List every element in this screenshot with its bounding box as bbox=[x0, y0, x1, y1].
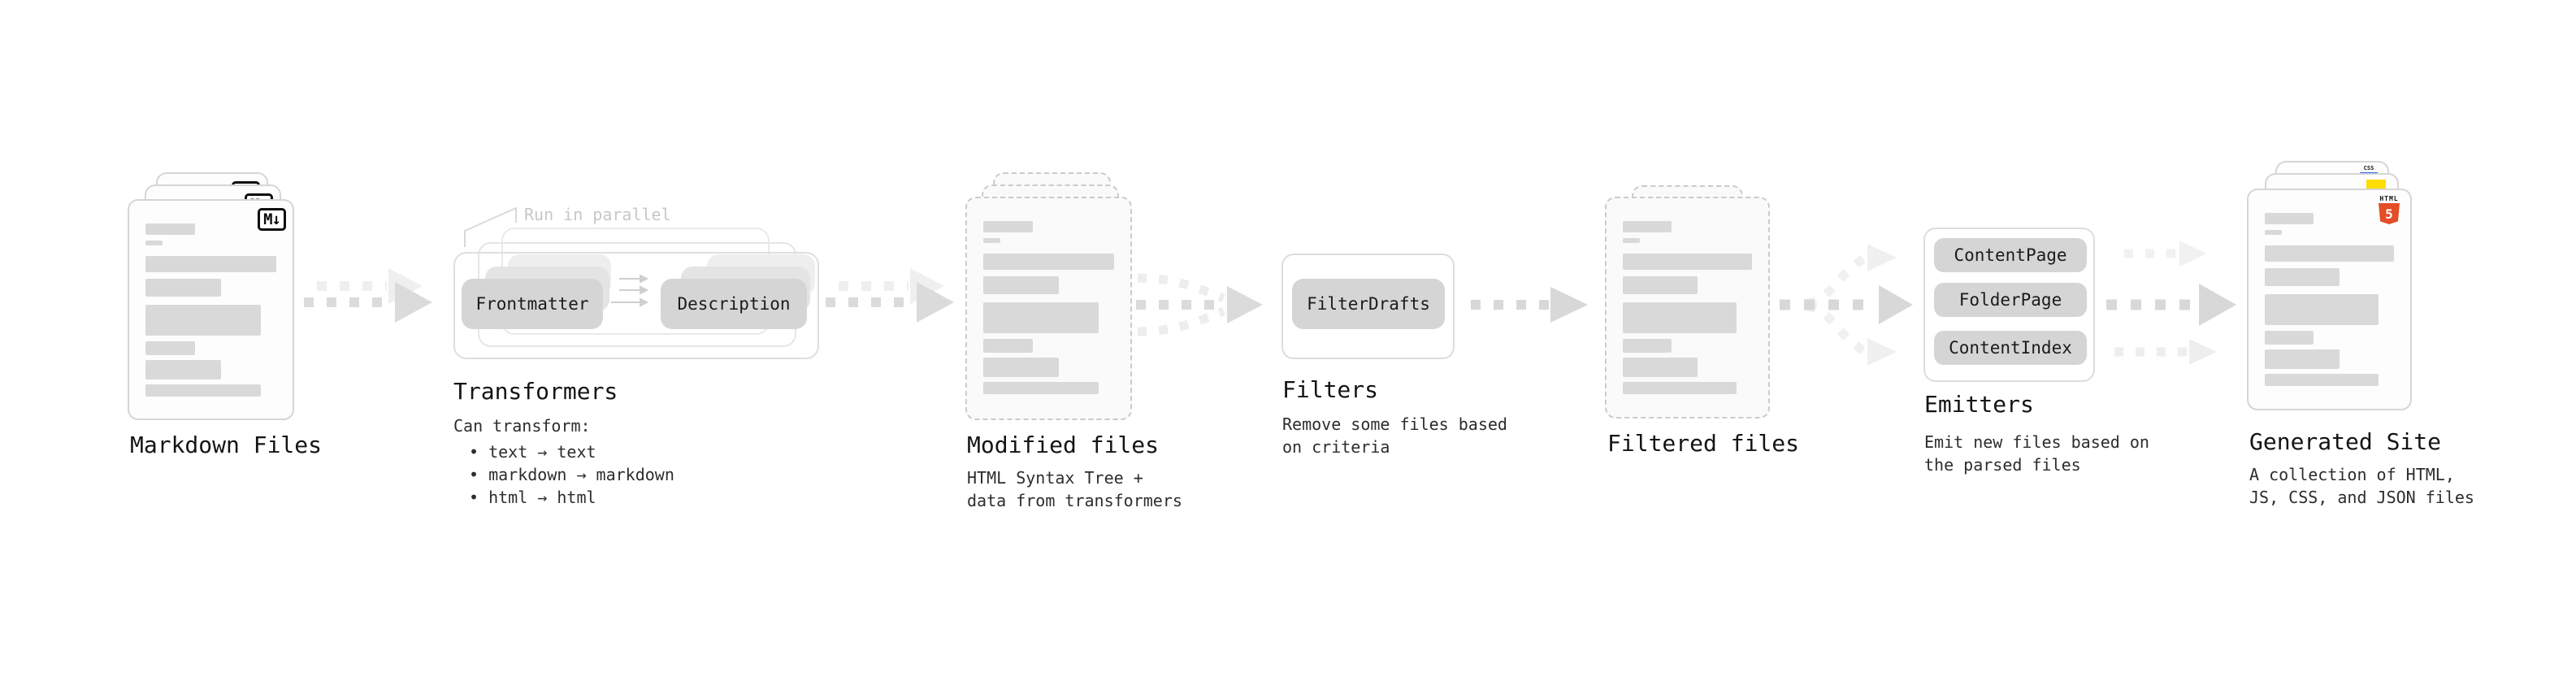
dashed-arrow-icon bbox=[304, 268, 432, 323]
flow-arrow-transformers-to-modified bbox=[826, 268, 954, 323]
skeleton-bar bbox=[983, 238, 1000, 243]
fan-out-arrow-icon bbox=[1780, 244, 1913, 366]
html5-shield: 5 bbox=[2379, 203, 2400, 224]
file-card bbox=[965, 197, 1132, 420]
skeleton-bar bbox=[145, 384, 261, 397]
file-card: M↓ bbox=[128, 199, 294, 420]
skeleton-bar bbox=[145, 223, 196, 235]
parallel-arrows-icon bbox=[611, 274, 649, 307]
skeleton-bar bbox=[145, 256, 276, 272]
dashed-arrow-icon bbox=[1471, 287, 1588, 323]
skeleton-bar bbox=[2265, 349, 2340, 369]
caption-line: on criteria bbox=[1282, 437, 1390, 457]
caption-line: data from transformers bbox=[967, 491, 1182, 510]
skeleton-bar bbox=[145, 241, 163, 245]
skeleton-bar bbox=[983, 382, 1099, 394]
skeleton-bar bbox=[983, 221, 1034, 232]
skeleton-bar bbox=[2265, 268, 2340, 286]
triple-dashed-arrow-icon bbox=[2106, 241, 2236, 365]
flow-arrow-filters-to-filtered bbox=[1471, 287, 1588, 323]
filterdrafts-pill: FilterDrafts bbox=[1292, 279, 1445, 329]
skeleton-bar bbox=[1623, 358, 1698, 377]
file-card: HTML 5 bbox=[2247, 189, 2412, 410]
caption-line: Remove some files based bbox=[1282, 414, 1507, 434]
file-content-skeleton bbox=[145, 223, 276, 397]
skeleton-bar bbox=[983, 358, 1060, 377]
node-label-filters: Filters bbox=[1282, 376, 1379, 403]
skeleton-bar bbox=[2265, 294, 2379, 325]
caption-line: Can transform: bbox=[453, 416, 591, 436]
flow-arrow-emitters-to-site bbox=[2106, 241, 2236, 365]
skeleton-bar bbox=[1623, 382, 1737, 394]
skeleton-bar bbox=[1623, 221, 1672, 232]
node-label-emitters: Emitters bbox=[1924, 391, 2034, 418]
node-label-filtered-files: Filtered files bbox=[1607, 430, 1800, 457]
transformer-box bbox=[453, 252, 819, 359]
skeleton-bar bbox=[145, 360, 222, 380]
file-content-skeleton bbox=[983, 221, 1114, 394]
skeleton-bar bbox=[1623, 302, 1737, 333]
node-label-generated-site: Generated Site bbox=[2249, 428, 2442, 455]
file-content-skeleton bbox=[2265, 213, 2394, 386]
caption-bullet: • markdown → markdown bbox=[469, 465, 674, 484]
contentpage-pill: ContentPage bbox=[1934, 238, 2087, 272]
skeleton-bar bbox=[145, 341, 196, 355]
skeleton-bar bbox=[1623, 238, 1640, 243]
css-label: CSS bbox=[2363, 165, 2374, 171]
contentindex-pill: ContentIndex bbox=[1934, 331, 2087, 365]
file-content-skeleton bbox=[1623, 221, 1752, 394]
skeleton-bar bbox=[2265, 230, 2282, 235]
caption-line: Emit new files based on bbox=[1924, 432, 2149, 452]
description-pill: Description bbox=[661, 279, 807, 329]
flow-arrow-filtered-to-emitters bbox=[1780, 244, 1913, 366]
node-label-markdown-files: Markdown Files bbox=[130, 432, 323, 458]
skeleton-bar bbox=[1623, 254, 1752, 270]
markdown-icon: M↓ bbox=[258, 208, 286, 231]
caption-line: the parsed files bbox=[1924, 455, 2081, 475]
caption-line: A collection of HTML, bbox=[2249, 465, 2455, 484]
html5-icon: HTML 5 bbox=[2375, 195, 2403, 224]
node-caption-modified-files: HTML Syntax Tree + data from transformer… bbox=[967, 466, 1182, 512]
run-in-parallel-note: Run in parallel bbox=[524, 205, 671, 224]
flow-arrow-modified-to-filters bbox=[1136, 273, 1263, 336]
skeleton-bar bbox=[2265, 245, 2394, 262]
html5-label: HTML bbox=[2379, 195, 2399, 202]
dashed-arrow-icon bbox=[826, 268, 954, 323]
skeleton-bar bbox=[1623, 339, 1672, 353]
node-caption-filters: Remove some files based on criteria bbox=[1282, 413, 1507, 458]
node-label-modified-files: Modified files bbox=[967, 432, 1160, 458]
note-connector-line bbox=[464, 206, 517, 247]
skeleton-bar bbox=[2265, 213, 2314, 224]
skeleton-bar bbox=[983, 276, 1060, 294]
folderpage-pill: FolderPage bbox=[1934, 283, 2087, 317]
caption-bullet: • text → text bbox=[469, 442, 596, 462]
node-caption-generated-site: A collection of HTML, JS, CSS, and JSON … bbox=[2249, 463, 2474, 509]
fan-in-arrow-icon bbox=[1136, 273, 1263, 336]
caption-line: HTML Syntax Tree + bbox=[967, 468, 1143, 488]
caption-line: JS, CSS, and JSON files bbox=[2249, 488, 2474, 507]
frontmatter-pill: Frontmatter bbox=[462, 279, 603, 329]
flow-arrow-markdown-to-transformers bbox=[304, 268, 432, 323]
file-card bbox=[1605, 197, 1770, 419]
js-icon bbox=[2366, 180, 2386, 189]
caption-bullet: • html → html bbox=[469, 488, 596, 507]
skeleton-bar bbox=[983, 302, 1099, 333]
skeleton-bar bbox=[145, 279, 222, 297]
skeleton-bar bbox=[145, 305, 261, 336]
node-label-transformers: Transformers bbox=[453, 378, 618, 405]
skeleton-bar bbox=[983, 339, 1034, 353]
node-caption-emitters: Emit new files based on the parsed files bbox=[1924, 431, 2149, 476]
skeleton-bar bbox=[983, 254, 1114, 270]
node-caption-transformers: Can transform: • text → text • markdown … bbox=[453, 414, 674, 509]
skeleton-bar bbox=[1623, 276, 1698, 294]
skeleton-bar bbox=[2265, 374, 2379, 386]
skeleton-bar bbox=[2265, 331, 2314, 345]
